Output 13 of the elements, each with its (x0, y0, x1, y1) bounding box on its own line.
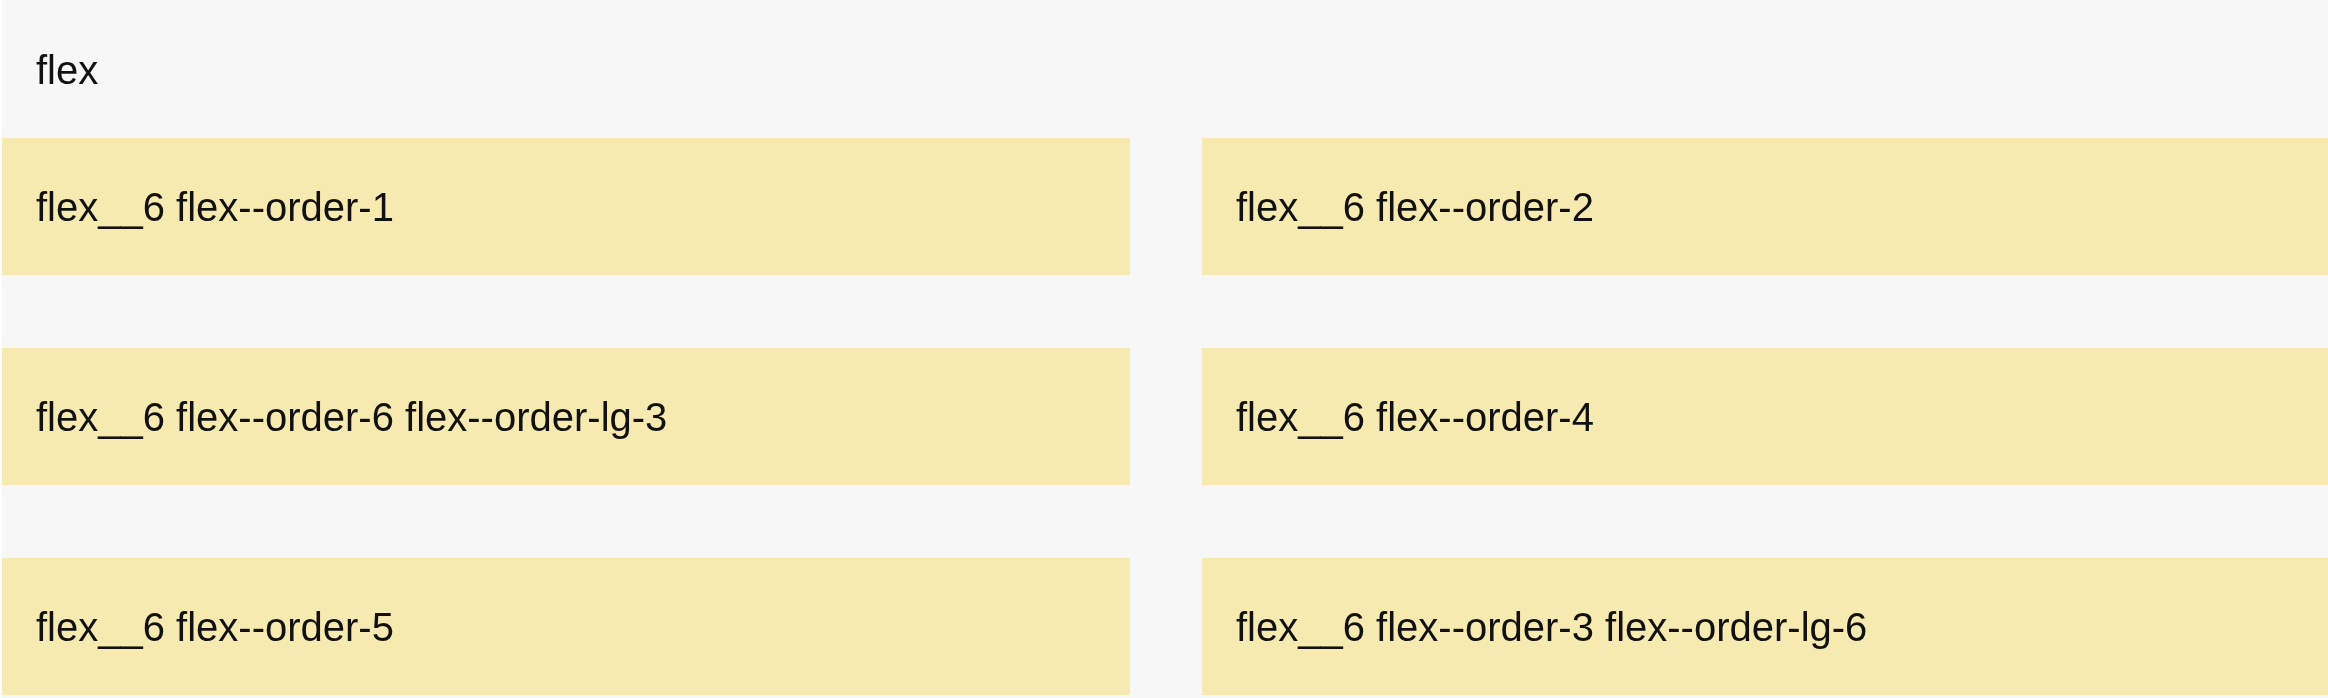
flex-item-box (2, 138, 1130, 275)
item-label: flex__6 flex--order-6 flex--order-lg-3 (36, 394, 668, 439)
item-label: flex__6 flex--order-1 (36, 184, 394, 229)
flex-item-box (2, 558, 1130, 695)
container-heading: flex (36, 48, 99, 92)
flex-item-box (1202, 348, 2328, 485)
item-label: flex__6 flex--order-4 (1236, 394, 1594, 439)
flex-item-box (2, 348, 1130, 485)
item-label: flex__6 flex--order-2 (1236, 184, 1594, 229)
item-label: flex__6 flex--order-5 (36, 604, 394, 649)
flex-item-box (1202, 138, 2328, 275)
flex-item-box (1202, 558, 2328, 695)
item-label: flex__6 flex--order-3 flex--order-lg-6 (1236, 604, 1868, 649)
